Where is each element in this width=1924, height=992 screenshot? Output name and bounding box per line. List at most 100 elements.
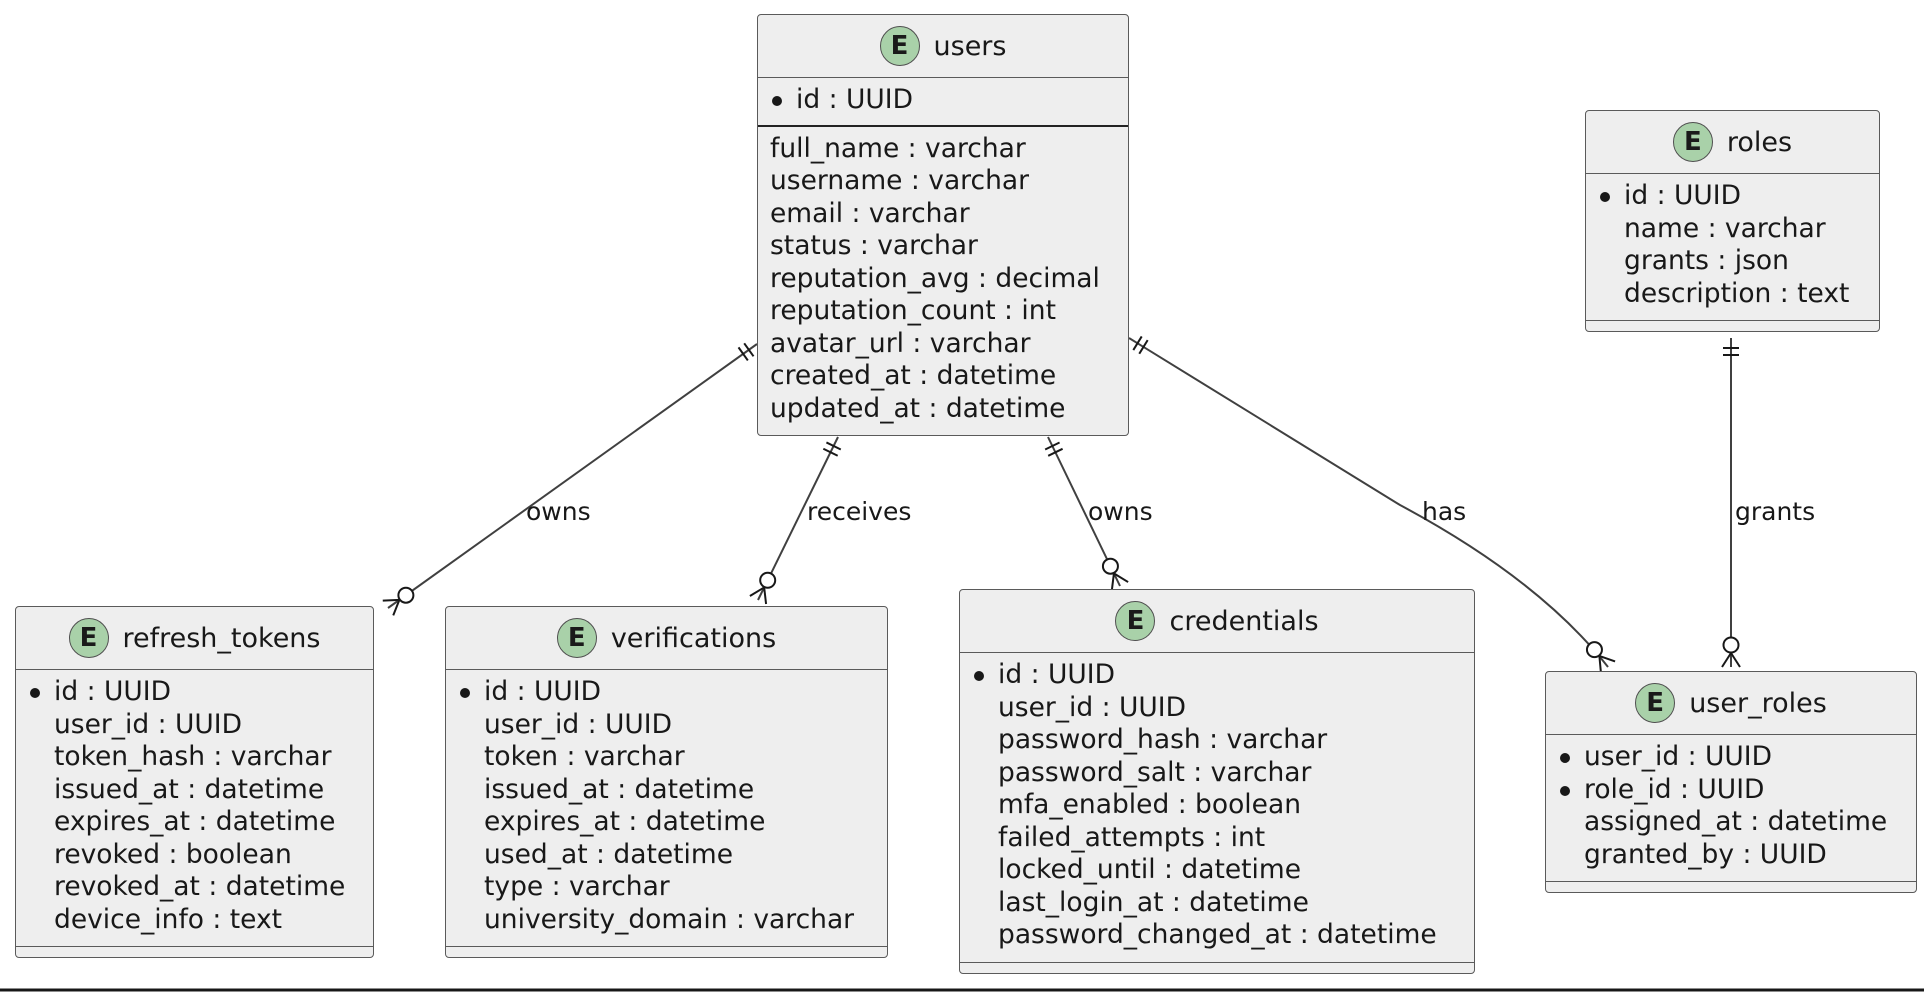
field-row: grants : json xyxy=(1624,245,1789,276)
field-row: user_id : UUID xyxy=(54,708,243,740)
entity-name: credentials xyxy=(1169,605,1319,637)
zero-marker xyxy=(397,586,415,604)
field-row: expires_at : datetime xyxy=(484,806,766,837)
crow-foot xyxy=(1598,655,1602,673)
primary-key-field: id : UUID xyxy=(1586,180,1879,213)
primary-key-dot-icon xyxy=(1600,192,1610,202)
entity-footer xyxy=(1586,321,1879,331)
entity-footer xyxy=(960,963,1474,973)
field-row: created_at : datetime xyxy=(770,360,1057,391)
entity-name: verifications xyxy=(610,622,777,654)
entity-name: users xyxy=(933,30,1007,62)
primary-key-field: id : UUID xyxy=(446,676,887,709)
field-row: name : varchar xyxy=(1624,212,1826,244)
primary-key-field: id : UUID xyxy=(960,659,1474,692)
field-text: id : UUID xyxy=(998,659,1115,690)
field-row: revoked : boolean xyxy=(54,838,292,870)
entity-name: roles xyxy=(1726,126,1793,158)
crow-foot xyxy=(382,598,400,602)
entity-badge-icon: E xyxy=(1672,122,1713,162)
field-row: assigned_at : datetime xyxy=(1584,806,1888,837)
field-row: reputation_avg : decimal xyxy=(770,262,1100,294)
zero-marker xyxy=(1101,557,1119,575)
field-row: full_name : varchar xyxy=(770,132,1026,164)
zero-marker xyxy=(759,571,777,589)
crow-foot xyxy=(763,587,768,605)
primary-key-field: id : UUID xyxy=(16,676,373,709)
primary-key-field: id : UUID xyxy=(758,84,1128,117)
entity-name: refresh_tokens xyxy=(122,622,321,654)
field-row: device_info : text xyxy=(54,903,283,935)
field-row: password_hash : varchar xyxy=(998,724,1328,755)
field-row: last_login_at : datetime xyxy=(998,886,1309,918)
crow-foot xyxy=(392,599,401,616)
zero-marker xyxy=(1585,641,1603,659)
crow-foot xyxy=(1721,652,1732,668)
one-marker xyxy=(1044,441,1060,451)
crow-foot xyxy=(1110,573,1115,591)
primary-key-dot-icon xyxy=(1560,753,1570,763)
primary-key-dot-icon xyxy=(974,671,984,681)
field-row: token : varchar xyxy=(484,741,685,772)
entity-footer xyxy=(446,947,887,957)
field-row: user_id : UUID xyxy=(998,691,1187,723)
one-marker xyxy=(1047,447,1064,457)
one-marker xyxy=(737,346,749,361)
one-marker xyxy=(1138,339,1149,355)
field-row: failed_attempts : int xyxy=(998,821,1266,853)
field-row: type : varchar xyxy=(484,871,670,902)
field-row: revoked_at : datetime xyxy=(54,871,346,902)
relationship-line xyxy=(1128,337,1609,668)
entity-footer xyxy=(16,947,373,957)
field-row: username : varchar xyxy=(770,165,1029,196)
field-row: status : varchar xyxy=(770,230,978,261)
entity-badge-icon: E xyxy=(1115,601,1156,641)
field-row: issued_at : datetime xyxy=(54,773,325,805)
field-row: password_salt : varchar xyxy=(998,756,1312,788)
one-marker xyxy=(822,447,839,457)
one-marker xyxy=(1132,335,1143,351)
primary-key-section: id : UUID xyxy=(758,78,1128,127)
field-text: id : UUID xyxy=(54,676,171,707)
field-row: description : text xyxy=(1624,277,1850,309)
relationship-label: has xyxy=(1422,497,1466,526)
primary-key-dot-icon xyxy=(460,688,470,698)
field-text: id : UUID xyxy=(484,676,601,707)
field-row: user_id : UUID xyxy=(484,708,673,740)
relationship-line xyxy=(387,343,758,609)
entity-badge-icon: E xyxy=(556,618,597,658)
relationship-label: grants xyxy=(1735,497,1815,526)
field-row: issued_at : datetime xyxy=(484,773,755,805)
primary-key-field: role_id : UUID xyxy=(1546,774,1916,807)
relationship-label: owns xyxy=(526,497,591,526)
entity-badge-icon: E xyxy=(1635,683,1676,723)
zero-marker xyxy=(1722,636,1740,654)
field-row: password_changed_at : datetime xyxy=(998,919,1437,950)
field-text: id : UUID xyxy=(1624,180,1741,211)
field-text: user_id : UUID xyxy=(1584,741,1773,772)
primary-key-dot-icon xyxy=(1560,785,1570,796)
crow-foot xyxy=(1113,572,1129,583)
primary-key-dot-icon xyxy=(772,96,782,106)
field-row: updated_at : datetime xyxy=(770,392,1066,424)
field-text: role_id : UUID xyxy=(1584,773,1765,805)
field-row: token_hash : varchar xyxy=(54,741,332,772)
crow-foot xyxy=(1730,652,1741,668)
one-marker xyxy=(743,342,755,357)
